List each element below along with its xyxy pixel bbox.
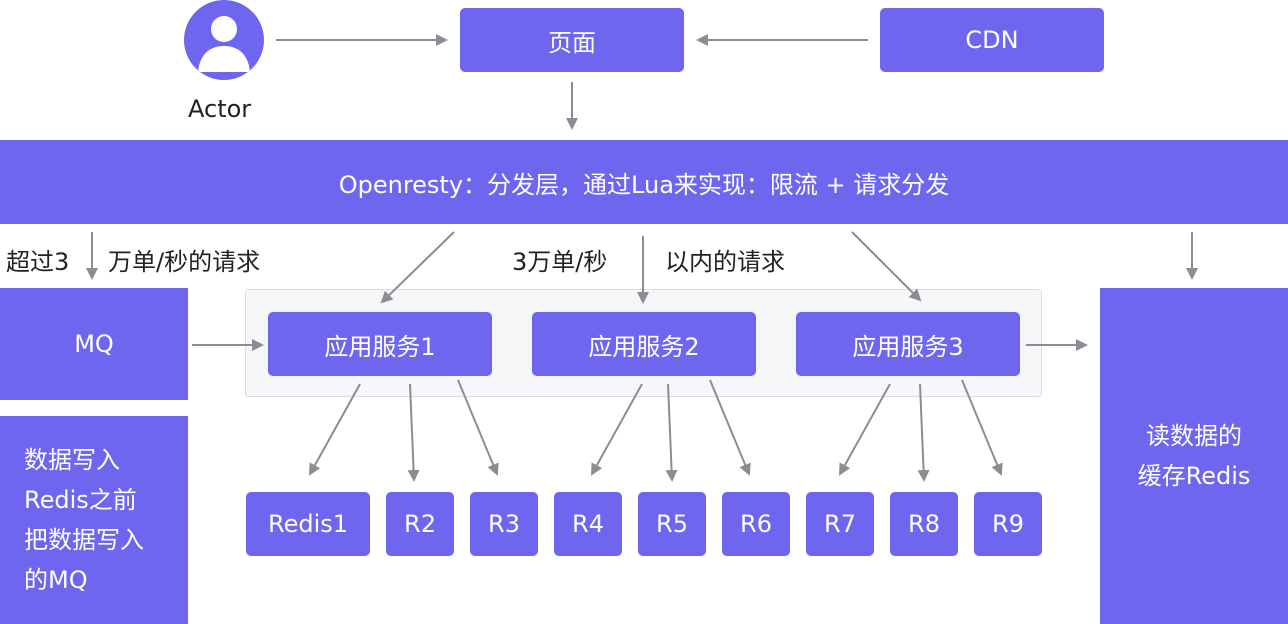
cdn-node: CDN [880,8,1104,72]
redis-node-2: R2 [386,492,454,556]
page-node: 页面 [460,8,684,72]
user-icon [198,16,250,72]
over-limit-label-suffix: 万单/秒的请求 [108,248,261,276]
mq-note-line-3: 把数据写入 [24,526,144,554]
arrow-s1-to-r2 [407,383,420,482]
arrow-s2-to-r4 [591,383,643,476]
over-limit-label-prefix: 超过3 [6,248,70,276]
app-service-1: 应用服务1 [268,312,492,376]
openresty-layer: Openresty：分发层，通过Lua来实现：限流 + 请求分发 [0,140,1288,224]
redis-node-6: R6 [722,492,790,556]
mq-note-line-2: Redis之前 [24,486,137,514]
redis-node-8: R8 [890,492,958,556]
mq-node: MQ [0,288,188,400]
redis-node-5: R5 [638,492,706,556]
app-service-2: 应用服务2 [532,312,756,376]
arrow-s1-to-redis1 [309,383,361,476]
redis-node-9: R9 [974,492,1042,556]
read-cache-line-1: 读数据的 [1146,422,1242,450]
app-service-3: 应用服务3 [796,312,1020,376]
read-cache-line-2: 缓存Redis [1137,462,1251,490]
redis-node-4: R4 [554,492,622,556]
redis-node-3: R3 [470,492,538,556]
mq-note: 数据写入 Redis之前 把数据写入 的MQ [0,416,188,624]
mq-note-line-1: 数据写入 [24,446,120,474]
actor-label: Actor [188,95,252,123]
redis-node-1: Redis1 [246,492,370,556]
arrow-s3-to-r7 [839,383,891,476]
redis-node-7: R7 [806,492,874,556]
mq-note-line-4: 的MQ [24,566,88,594]
within-limit-label-prefix: 3万单/秒 [512,248,608,276]
actor-avatar [184,0,264,80]
within-limit-label-suffix: 以内的请求 [665,248,785,276]
read-cache-redis: 读数据的 缓存Redis [1100,288,1288,624]
arrow-s2-to-r5 [665,383,678,482]
arrow-s3-to-r8 [917,383,930,482]
